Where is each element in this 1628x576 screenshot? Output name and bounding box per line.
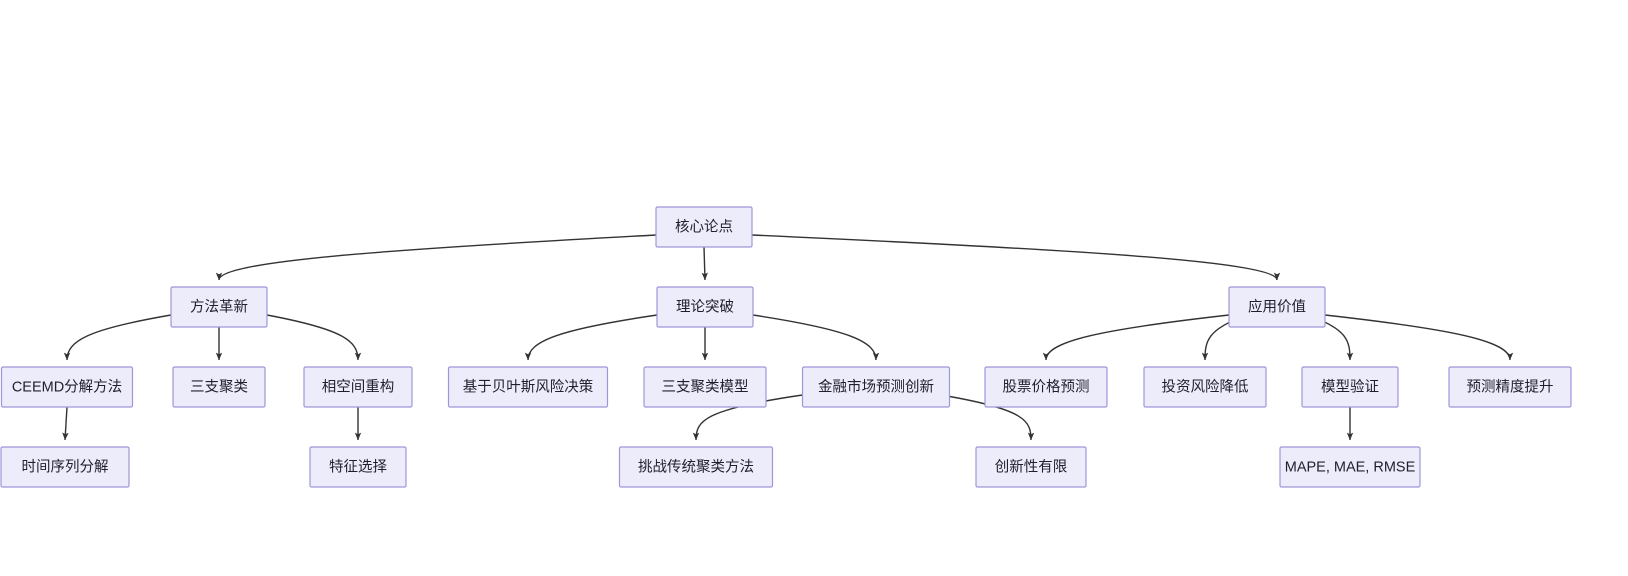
edge-n0-to-n2 (701, 246, 708, 281)
edge-n4-to-n14 (62, 406, 69, 441)
node-box[interactable] (1228, 286, 1326, 328)
node-n11[interactable]: 投资风险降低 (1143, 366, 1267, 408)
node-box[interactable] (1301, 366, 1399, 408)
edge-n2-to-n7 (524, 314, 658, 361)
node-box[interactable] (975, 446, 1087, 488)
node-n8[interactable]: 三支聚类模型 (643, 366, 767, 408)
edge-n3-to-n10 (1042, 314, 1230, 361)
node-box[interactable] (170, 286, 268, 328)
node-box[interactable] (447, 366, 609, 408)
node-n3[interactable]: 应用价值 (1228, 286, 1326, 328)
node-n17[interactable]: 创新性有限 (975, 446, 1087, 488)
edge-n2-to-n9 (752, 314, 880, 361)
node-n14[interactable]: 时间序列分解 (0, 446, 130, 488)
node-n15[interactable]: 特征选择 (309, 446, 407, 488)
node-n10[interactable]: 股票价格预测 (984, 366, 1108, 408)
edge-n3-to-n13 (1324, 314, 1514, 361)
edge-n1-to-n6 (266, 314, 362, 361)
node-n7[interactable]: 基于贝叶斯风险决策 (447, 366, 609, 408)
node-box[interactable] (0, 446, 130, 488)
node-n1[interactable]: 方法革新 (170, 286, 268, 328)
node-n13[interactable]: 预测精度提升 (1448, 366, 1572, 408)
node-box[interactable] (643, 366, 767, 408)
node-n4[interactable]: CEEMD分解方法 (0, 366, 134, 408)
node-box[interactable] (618, 446, 774, 488)
node-n12[interactable]: 模型验证 (1301, 366, 1399, 408)
node-box[interactable] (303, 366, 413, 408)
edge-layer (62, 234, 1514, 441)
edge-n9-to-n16 (692, 394, 803, 441)
node-layer: 核心论点方法革新 理论突破 应用价值 CEEMD分解方法三支聚类相空间重构基于贝叶斯风… (0, 206, 1572, 488)
node-n16[interactable]: 挑战传统聚类方法 (618, 446, 774, 488)
node-box[interactable] (0, 366, 134, 408)
node-n5[interactable]: 三支聚类 (172, 366, 266, 408)
edge-n1-to-n4 (63, 314, 172, 361)
node-n9[interactable]: 金融市场预测创新 (801, 366, 951, 408)
node-box[interactable] (656, 286, 754, 328)
node-n0[interactable]: 核心论点 (655, 206, 753, 248)
node-box[interactable] (172, 366, 266, 408)
node-box[interactable] (984, 366, 1108, 408)
node-box[interactable] (1448, 366, 1572, 408)
node-box[interactable] (655, 206, 753, 248)
node-n6[interactable]: 相空间重构 (303, 366, 413, 408)
edge-n0-to-n3 (751, 234, 1281, 281)
edge-n0-to-n1 (215, 234, 657, 281)
node-box[interactable] (1279, 446, 1421, 488)
node-n18[interactable]: MAPE, MAE, RMSE (1279, 446, 1421, 488)
edge-n9-to-n17 (940, 394, 1035, 441)
node-n2[interactable]: 理论突破 (656, 286, 754, 328)
node-box[interactable] (801, 366, 951, 408)
node-box[interactable] (1143, 366, 1267, 408)
node-box[interactable] (309, 446, 407, 488)
